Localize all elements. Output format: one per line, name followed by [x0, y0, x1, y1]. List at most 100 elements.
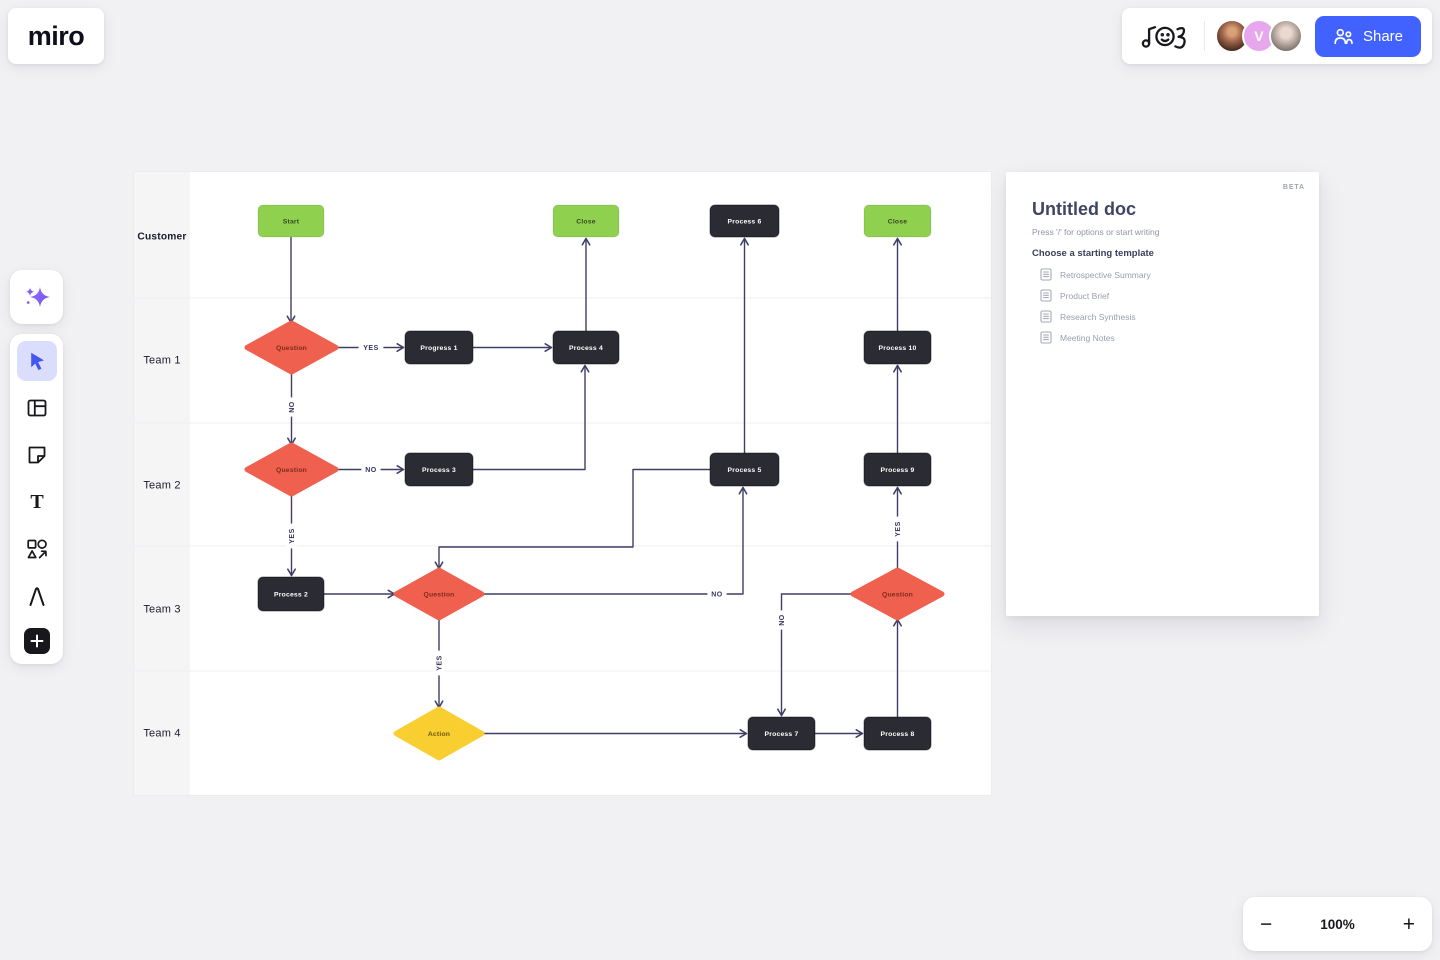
tool-add[interactable]	[23, 628, 50, 654]
doc-template-icon	[1040, 268, 1052, 281]
edge-label-question-3-to-process-5: NO	[707, 588, 727, 600]
tool-sticky-note[interactable]	[17, 435, 57, 475]
doc-template-icon	[1040, 310, 1052, 323]
avatar-3[interactable]	[1268, 19, 1303, 53]
cursor-icon	[30, 352, 44, 371]
node-start[interactable]: Start	[257, 204, 325, 238]
svg-text:Process 2: Process 2	[274, 591, 308, 598]
svg-text:Process 4: Process 4	[569, 345, 603, 352]
share-label: Share	[1362, 27, 1403, 45]
doc-panel[interactable]: BETA Untitled doc Press '/' for options …	[1006, 172, 1319, 616]
edge-label-question-4-to-process-7: NO	[776, 610, 787, 630]
template-item[interactable]: Research Synthesis	[1040, 310, 1319, 323]
zoom-out-button[interactable]: −	[1260, 912, 1273, 936]
svg-text:NO: NO	[711, 592, 723, 599]
svg-text:Process 6: Process 6	[728, 218, 762, 225]
zoom-level[interactable]: 100%	[1320, 916, 1355, 932]
svg-text:NO: NO	[365, 467, 377, 474]
connector-question-3-to-process-5[interactable]	[482, 486, 748, 595]
ai-sparkle-icon	[25, 287, 50, 307]
svg-text:Question: Question	[276, 345, 307, 352]
svg-text:Start: Start	[283, 218, 300, 225]
svg-text:NO: NO	[779, 614, 786, 626]
svg-text:Close: Close	[576, 218, 596, 225]
edge-label-question-2-to-process-2: YES	[286, 523, 297, 549]
svg-text:Action: Action	[428, 731, 450, 738]
topbar: V Share	[1121, 8, 1432, 64]
sticky-note-icon	[28, 446, 45, 464]
node-question-3[interactable]: Question	[393, 567, 485, 621]
share-button[interactable]: Share	[1314, 15, 1421, 57]
ai-assist-button[interactable]	[10, 270, 63, 324]
svg-text:Process 9: Process 9	[881, 467, 915, 474]
tool-frames[interactable]	[17, 388, 57, 428]
tool-text[interactable]: T	[17, 482, 57, 522]
doc-template-icon	[1040, 331, 1052, 344]
zoom-in-button[interactable]: +	[1402, 912, 1415, 936]
svg-text:Process 3: Process 3	[422, 467, 456, 474]
svg-text:YES: YES	[895, 521, 902, 537]
toolbar: T	[10, 334, 63, 664]
svg-text:Process 5: Process 5	[728, 467, 762, 474]
edge-label-question-2-to-process-3: NO	[361, 464, 381, 475]
pen-icon	[29, 587, 44, 606]
zoom-bar: − 100% +	[1243, 897, 1432, 951]
connector-question-4-to-process-7[interactable]	[777, 593, 854, 717]
node-process-6[interactable]: Process 6	[709, 204, 780, 238]
svg-text:YES: YES	[363, 345, 379, 352]
reactions-button[interactable]	[1130, 14, 1202, 58]
svg-text:Process 8: Process 8	[881, 731, 915, 738]
node-close-1[interactable]: Close	[552, 204, 620, 238]
shapes-icon	[26, 539, 47, 559]
node-question-4[interactable]: Question	[850, 567, 945, 621]
edge-label-question-4-to-process-9: YES	[892, 516, 903, 542]
svg-text:YES: YES	[437, 655, 444, 671]
flowchart-canvas[interactable]: YES NO NO YES YES NO YES NO Start Close Process 6 C…	[134, 172, 991, 795]
edge-label-question-3-to-action: YES	[433, 650, 445, 676]
tool-select[interactable]	[16, 341, 57, 381]
template-item[interactable]: Meeting Notes	[1040, 331, 1319, 344]
miro-logo[interactable]: miro	[8, 8, 104, 64]
node-process-7[interactable]: Process 7	[747, 716, 816, 751]
tool-pen[interactable]	[17, 576, 57, 616]
node-process-3[interactable]: Process 3	[404, 452, 474, 487]
template-item[interactable]: Retrospective Summary	[1040, 268, 1319, 281]
connector-process-5-to-question-3[interactable]	[434, 468, 710, 570]
lane-label-team-2[interactable]: Team 2	[143, 480, 180, 492]
node-process-4[interactable]: Process 4	[552, 330, 620, 365]
node-close-2[interactable]: Close	[863, 204, 932, 238]
svg-text:Question: Question	[276, 467, 307, 474]
beta-badge: BETA	[1282, 184, 1305, 191]
doc-templates-heading: Choose a starting template	[1032, 248, 1154, 259]
edge-label-question-1-to-progress-1: YES	[358, 342, 384, 353]
connector-process-3-to-process-4[interactable]	[473, 364, 590, 471]
svg-text:Question: Question	[423, 591, 454, 598]
lane-label-column	[134, 172, 190, 795]
tool-shapes[interactable]	[17, 529, 57, 569]
board-frame[interactable]: YES NO NO YES YES NO YES NO Start Close Process 6 C…	[134, 172, 991, 795]
topbar-divider	[1203, 21, 1205, 51]
frames-icon	[27, 399, 46, 417]
doc-title[interactable]: Untitled doc	[1032, 199, 1136, 219]
node-process-5[interactable]: Process 5	[709, 452, 780, 487]
node-question-1[interactable]: Question	[244, 320, 339, 375]
lane-label-team-1[interactable]: Team 1	[143, 355, 180, 367]
node-process-8[interactable]: Process 8	[863, 716, 932, 751]
lane-label-customer[interactable]: Customer	[137, 232, 186, 243]
svg-text:Process 10: Process 10	[879, 345, 917, 352]
lane-label-team-3[interactable]: Team 3	[143, 604, 180, 616]
text-icon: T	[30, 491, 44, 513]
node-process-2[interactable]: Process 2	[257, 576, 325, 612]
svg-text:NO: NO	[289, 401, 296, 413]
svg-text:Progress 1: Progress 1	[420, 345, 457, 352]
node-progress-1[interactable]: Progress 1	[404, 330, 474, 365]
svg-text:Process 7: Process 7	[765, 731, 799, 738]
template-item[interactable]: Product Brief	[1040, 289, 1319, 302]
node-action[interactable]: Action	[393, 706, 485, 761]
share-people-icon	[1334, 28, 1353, 44]
lane-label-team-4[interactable]: Team 4	[143, 728, 180, 740]
node-question-2[interactable]: Question	[244, 442, 339, 497]
node-process-10[interactable]: Process 10	[863, 330, 932, 365]
node-process-9[interactable]: Process 9	[863, 452, 932, 487]
